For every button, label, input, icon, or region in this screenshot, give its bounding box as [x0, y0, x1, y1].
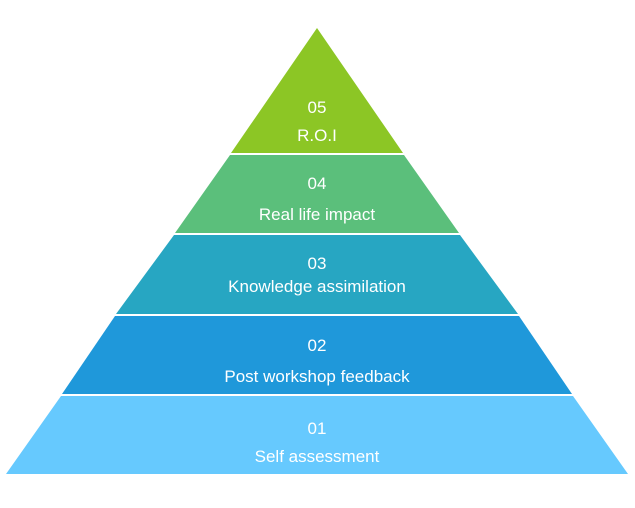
pyramid-level-02-label: Post workshop feedback — [224, 367, 410, 386]
pyramid-level-04-number: 04 — [308, 174, 327, 193]
pyramid-level-01-shape — [6, 396, 628, 474]
pyramid-level-04-label: Real life impact — [259, 205, 375, 224]
pyramid-level-03: 03 Knowledge assimilation — [116, 235, 518, 314]
pyramid-level-02-number: 02 — [308, 336, 327, 355]
pyramid-level-03-shape — [116, 235, 518, 314]
pyramid-level-05-label: R.O.I — [297, 126, 337, 145]
pyramid-level-02: 02 Post workshop feedback — [62, 316, 572, 394]
pyramid-level-01-label: Self assessment — [255, 447, 380, 466]
pyramid-level-01-number: 01 — [308, 419, 327, 438]
pyramid-level-03-number: 03 — [308, 254, 327, 273]
pyramid-level-02-shape — [62, 316, 572, 394]
pyramid-level-04-shape — [175, 155, 459, 233]
pyramid-level-05: 05 R.O.I — [231, 28, 403, 153]
pyramid-level-04: 04 Real life impact — [175, 155, 459, 233]
pyramid-level-05-shape — [231, 28, 403, 153]
pyramid-level-05-number: 05 — [308, 98, 327, 117]
pyramid-level-01: 01 Self assessment — [6, 396, 628, 474]
pyramid-level-03-label: Knowledge assimilation — [228, 277, 406, 296]
